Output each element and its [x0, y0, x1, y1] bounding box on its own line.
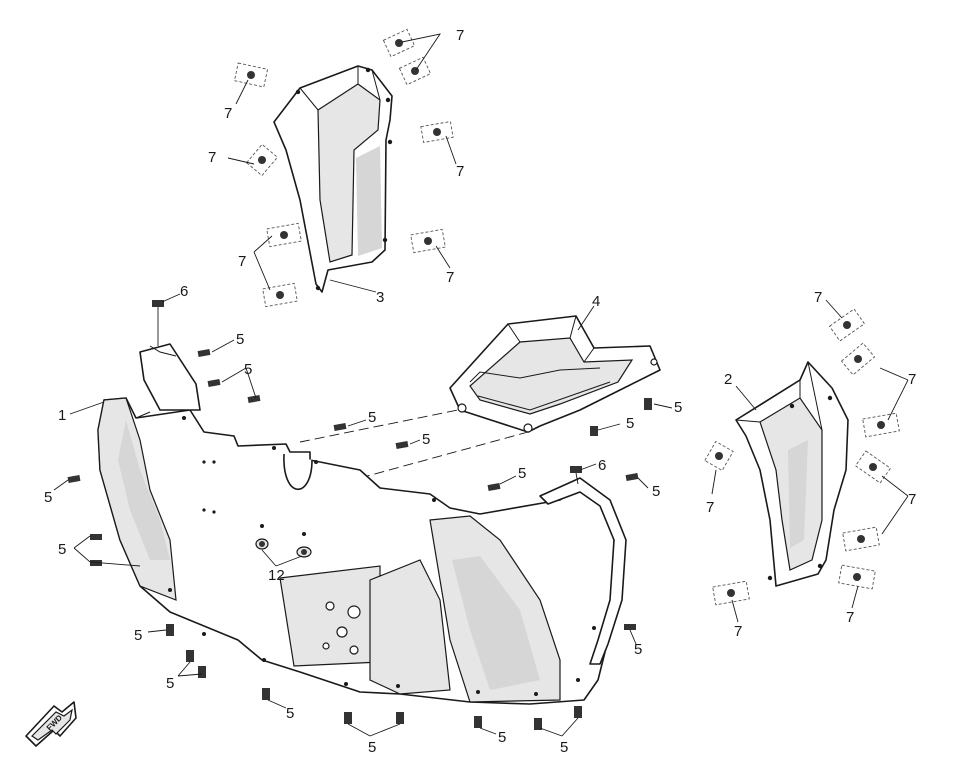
callout-5: 5 — [518, 465, 526, 482]
callout-5: 5 — [58, 541, 66, 558]
part-1-main-panel — [97, 343, 627, 705]
callout-5: 5 — [634, 641, 642, 658]
callout-2: 2 — [724, 371, 732, 388]
callout-7: 7 — [456, 27, 464, 44]
callout-7: 7 — [908, 491, 916, 508]
part-6-clip — [152, 300, 164, 346]
callout-7: 7 — [846, 609, 854, 626]
alignment-line — [359, 431, 529, 479]
callout-7: 7 — [238, 253, 246, 270]
fwd-arrow-icon: FWD — [25, 701, 77, 747]
callout-7: 7 — [224, 105, 232, 122]
callout-5: 5 — [674, 399, 682, 416]
callout-5: 5 — [236, 331, 244, 348]
callout-5: 5 — [368, 409, 376, 426]
part-2-right-side-cover — [735, 361, 849, 587]
callout-3: 3 — [376, 289, 384, 306]
callout-5: 5 — [244, 361, 252, 378]
fasteners-5 — [67, 349, 652, 730]
callout-7: 7 — [446, 269, 454, 286]
callout-12: 12 — [268, 567, 285, 584]
callout-5: 5 — [44, 489, 52, 506]
callout-1: 1 — [58, 407, 66, 424]
callout-6: 6 — [598, 457, 606, 474]
callout-5: 5 — [626, 415, 634, 432]
callout-7: 7 — [734, 623, 742, 640]
callout-5: 5 — [652, 483, 660, 500]
callout-4: 4 — [592, 293, 600, 310]
fasteners-7 — [233, 28, 900, 606]
callout-7: 7 — [706, 499, 714, 516]
part-3-upper-side-cover — [273, 65, 393, 293]
alignment-line — [299, 409, 459, 443]
callout-6: 6 — [180, 283, 188, 300]
leader-lines — [53, 33, 909, 737]
callout-5: 5 — [134, 627, 142, 644]
callout-5: 5 — [498, 729, 506, 746]
callout-5: 5 — [560, 739, 568, 756]
callout-7: 7 — [908, 371, 916, 388]
part-4-storage-tray — [449, 315, 661, 433]
part-12-grommets — [255, 524, 312, 558]
callout-5: 5 — [368, 739, 376, 756]
part-6-clip — [570, 466, 582, 485]
callout-7: 7 — [814, 289, 822, 306]
callout-5: 5 — [422, 431, 430, 448]
callout-labels: 1 2 3 4 6 6 12 5 5 5 5 5 5 5 5 5 5 5 5 5… — [44, 27, 916, 756]
callout-7: 7 — [208, 149, 216, 166]
callout-5: 5 — [286, 705, 294, 722]
callout-5: 5 — [166, 675, 174, 692]
callout-7: 7 — [456, 163, 464, 180]
